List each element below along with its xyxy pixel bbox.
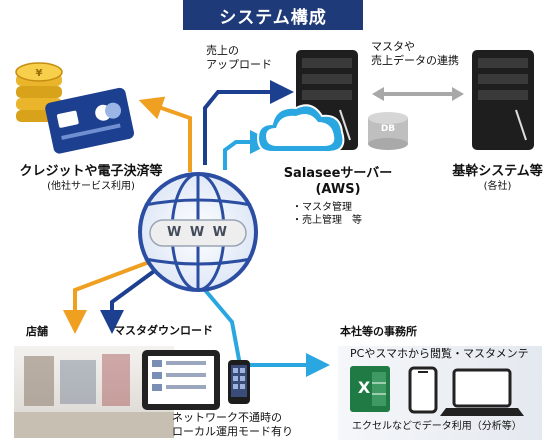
tablet-icon <box>142 350 220 410</box>
svg-text:¥: ¥ <box>36 68 43 79</box>
smartphone-icon <box>228 360 250 404</box>
arrow-master-download <box>100 256 174 334</box>
upload-label: 売上の アップロード <box>206 44 272 71</box>
server-caption: Salaseeサーバー (AWS) <box>283 166 393 197</box>
store-label: 店舗 <box>26 325 48 338</box>
coins-icon: ¥ <box>15 62 63 122</box>
credit-card-icon <box>45 87 134 154</box>
arrow-to-credit <box>138 96 192 172</box>
master-download-label: マスタダウンロード <box>114 324 213 337</box>
office-label: 本社等の事務所 <box>340 325 417 338</box>
office-browse-label: PCやスマホから閲覧・マスタメンテ <box>350 347 529 360</box>
arrow-to-cloud <box>223 130 274 170</box>
arrow-upload <box>203 80 294 165</box>
arrow-to-office <box>203 288 330 377</box>
db-label: DB <box>380 124 396 134</box>
excel-icon <box>350 366 390 412</box>
cloud-icon <box>256 104 345 153</box>
excel-note: エクセルなどでデータ利用（分析等） <box>352 421 522 432</box>
server-items: ・マスタ管理 ・売上管理 等 <box>292 202 362 226</box>
arrow-to-store <box>63 256 161 334</box>
excel-letter: X <box>357 378 371 397</box>
credit-caption: クレジットや電子決済等 (他社サービス利用) <box>19 164 163 192</box>
database-icon <box>368 112 408 150</box>
globe-icon <box>138 172 258 292</box>
phone-outline-icon <box>408 366 438 414</box>
page-title: システム構成 <box>183 0 363 30</box>
core-caption: 基幹システム等 (各社) <box>452 164 543 192</box>
core-server-icon <box>472 50 534 150</box>
laptop-icon <box>440 368 524 416</box>
offline-note: ネットワーク不通時の ローカル運用モード有り <box>172 411 293 438</box>
sync-label: マスタや 売上データの連携 <box>371 40 459 67</box>
www-label: W W W <box>166 225 230 240</box>
